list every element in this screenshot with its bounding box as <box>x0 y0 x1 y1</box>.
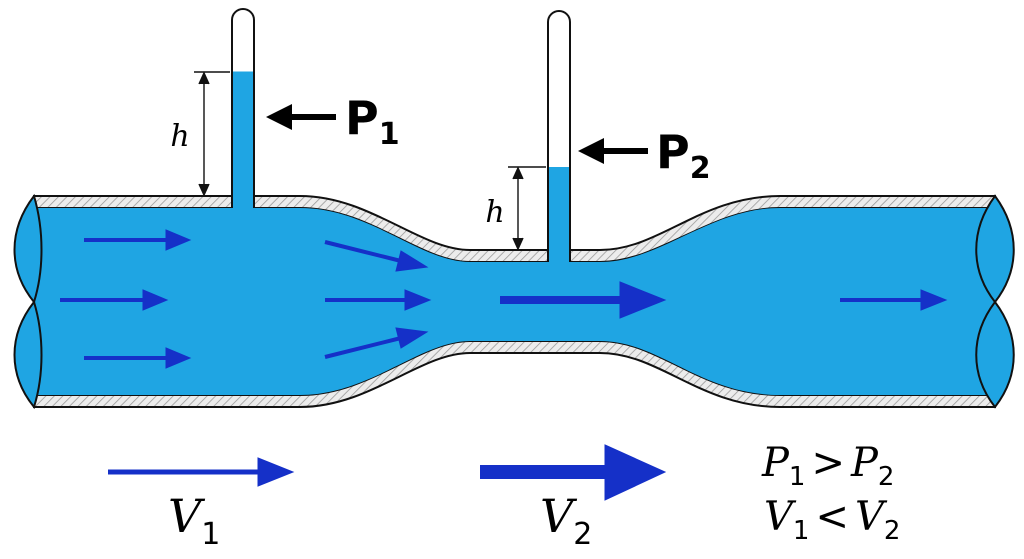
flow-arrow-icon <box>324 327 429 359</box>
height-label-1: h <box>170 119 189 154</box>
flow-arrow-icon <box>325 289 432 311</box>
flow-arrow-icon <box>324 240 429 272</box>
piezometer-tube-1 <box>231 8 255 209</box>
height-label-2: h <box>485 195 504 230</box>
relation-velocity: V1<V2 <box>764 494 900 546</box>
piezometer-tube-2 <box>547 10 571 263</box>
pressure-arrow-1-icon <box>266 104 336 130</box>
pipe-right-section <box>975 194 1015 409</box>
height-dimension-1 <box>194 71 230 197</box>
relation-pressure: P1>P2 <box>761 440 894 492</box>
flow-arrow-icon <box>60 289 169 311</box>
velocity-label-1: V1 <box>168 489 220 552</box>
flow-arrow-icon <box>84 229 192 251</box>
velocity-arrow-2-icon <box>480 444 667 501</box>
pressure-label-2: P2 <box>656 125 711 186</box>
height-dimension-2 <box>508 166 546 251</box>
flow-arrow-icon <box>84 347 192 369</box>
pressure-label-1: P1 <box>345 91 400 152</box>
pressure-arrow-2-icon <box>578 138 648 164</box>
velocity-arrow-1-icon <box>108 457 295 487</box>
flow-arrow-icon <box>840 289 948 311</box>
flow-arrow-icon <box>500 281 667 319</box>
water-column-2 <box>549 167 569 263</box>
water-column-1 <box>233 72 253 209</box>
pipe-left-section <box>13 193 43 410</box>
velocity-label-2: V2 <box>540 489 592 552</box>
flow-arrows <box>60 229 948 369</box>
